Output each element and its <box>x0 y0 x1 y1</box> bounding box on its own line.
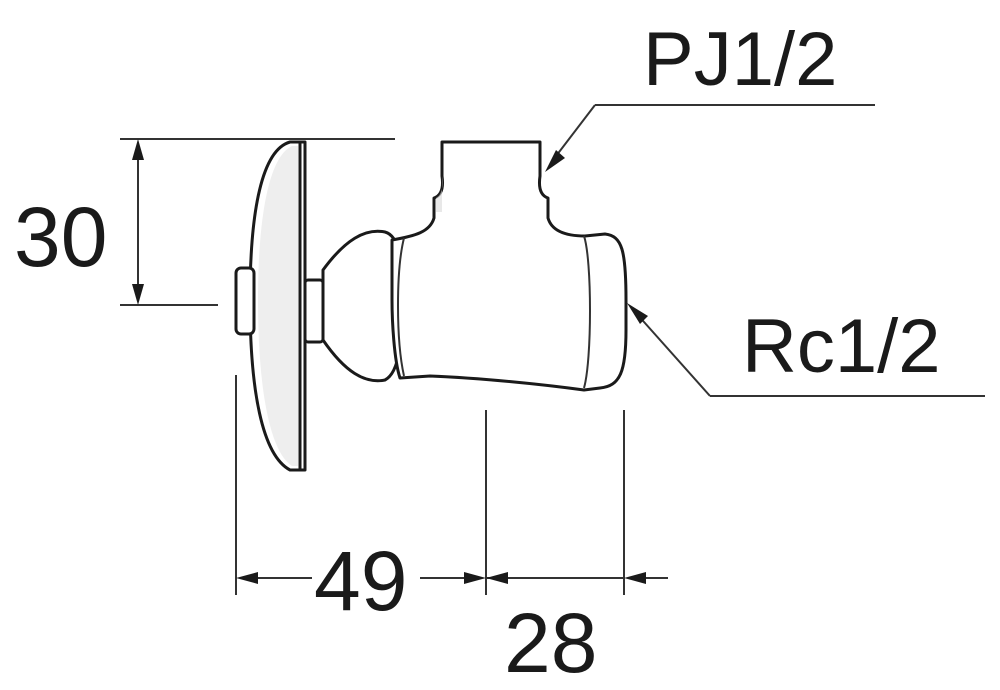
wall-flange <box>248 140 307 472</box>
valve-body <box>390 140 628 392</box>
top-connection-leader <box>545 104 875 172</box>
side-connection-label: Rc1/2 <box>742 304 941 389</box>
outlet-dimension <box>486 410 668 595</box>
depth-dimension-label: 49 <box>314 534 407 628</box>
outlet-dimension-label: 28 <box>504 596 597 690</box>
valve-neck <box>303 229 404 383</box>
wall-stub <box>234 266 256 336</box>
top-connection-label: PJ1/2 <box>643 17 837 102</box>
height-dimension-label: 30 <box>14 190 107 284</box>
side-connection-leader <box>627 303 985 397</box>
depth-dimension <box>235 375 487 595</box>
height-dimension <box>120 138 395 306</box>
